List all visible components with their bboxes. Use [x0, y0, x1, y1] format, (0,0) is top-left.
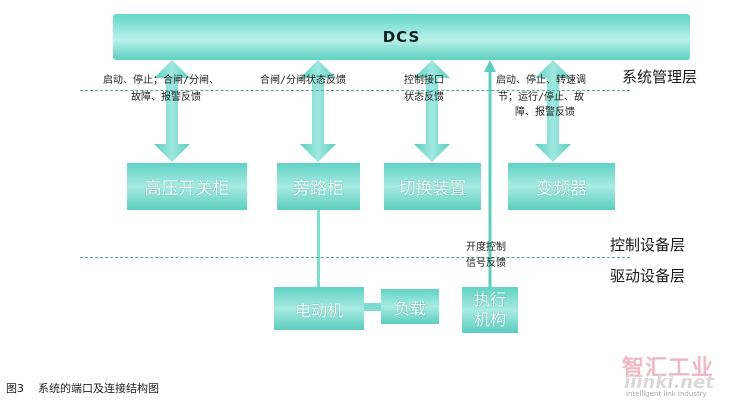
hv-switchgear-box: 高压开关柜: [127, 163, 247, 210]
vfd-box: 变频器: [508, 163, 615, 210]
switcher-annotation-line1: 控制接口: [404, 75, 444, 86]
dcs-label: DCS: [382, 28, 421, 46]
hv-switchgear-label: 高压开关柜: [144, 179, 230, 199]
hv-annotation-line2: 故障、报警反馈: [131, 92, 201, 103]
load-label: 负载: [393, 298, 426, 318]
vfd-annotation-line2: 节；运行/停止、故: [498, 92, 585, 103]
line-motor-load: [364, 303, 382, 311]
actuator-box: 执行 机构: [462, 287, 518, 333]
vfd-annotation-line1: 启动、停止、转速调: [496, 75, 586, 86]
actuator-annotation-line2: 信号反馈: [466, 258, 506, 269]
drive-layer-label: 驱动设备层: [610, 267, 686, 285]
control-layer-label: 控制设备层: [610, 236, 686, 254]
system-layer-label: 系统管理层: [622, 68, 698, 86]
figure-title: 系统的端口及连接结构图: [38, 382, 159, 395]
switching-device-label: 切换装置: [398, 179, 467, 199]
actuator-annotation-line1: 开度控制: [466, 242, 506, 253]
bypass-cabinet-box: 旁路柜: [277, 163, 360, 210]
vfd-label: 变频器: [536, 179, 587, 199]
load-box: 负载: [381, 289, 439, 324]
actuator-label-line1: 执行: [473, 290, 506, 309]
arrow-vfd: [535, 60, 571, 162]
dcs-bar: DCS: [113, 14, 690, 60]
motor-box: 电动机: [274, 287, 364, 330]
figure-number: 图3: [6, 382, 24, 395]
drive-layer-divider: [80, 257, 630, 258]
switching-device-box: 切换装置: [384, 163, 481, 210]
watermark-tagline: intelligent link industry: [626, 390, 707, 398]
arrow-bypass: [300, 60, 336, 162]
arrow-switcher: [414, 60, 450, 162]
watermark-logo-cn: 智汇工业: [622, 356, 715, 381]
motor-label: 电动机: [294, 300, 343, 320]
actuator-label-line2: 机构: [473, 310, 506, 329]
arrow-hv-switch: [154, 60, 190, 162]
bypass-cabinet-label: 旁路柜: [293, 179, 344, 199]
switcher-annotation-line2: 状态反馈: [404, 92, 444, 103]
watermark-logo-en: iiinki.net: [624, 372, 714, 393]
figure-caption: 图3 系统的端口及连接结构图: [6, 380, 173, 396]
bypass-annotation: 合闸/分闸状态反馈: [260, 75, 347, 86]
system-layer-divider: [80, 90, 630, 91]
vfd-annotation-line3: 障、报警反馈: [515, 107, 575, 118]
hv-annotation-line1: 启动、停止；合闸/分闸、: [103, 75, 220, 86]
line-bypass-motor: [317, 210, 320, 288]
